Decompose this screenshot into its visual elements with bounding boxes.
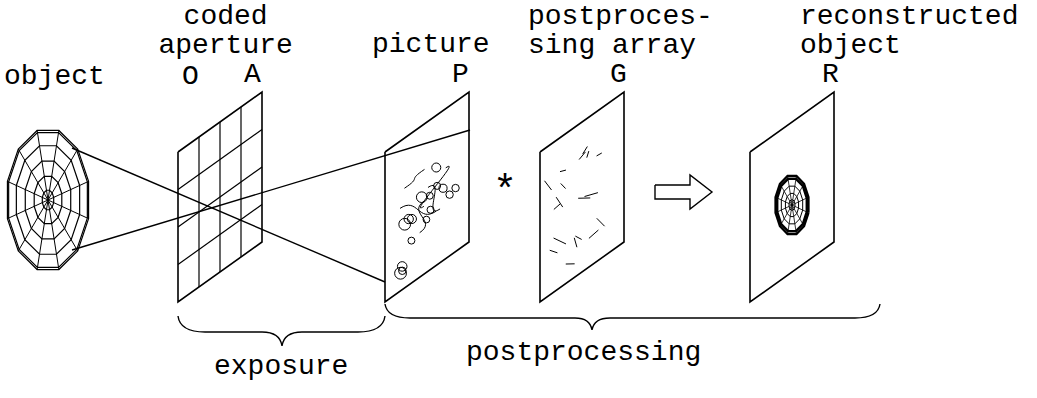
picture-plane <box>385 92 469 302</box>
plane-letter: A <box>244 60 261 89</box>
postprocessing-bracket <box>385 304 880 330</box>
object-label: object <box>4 62 105 91</box>
squiggle <box>439 184 447 192</box>
reconstructed-figure <box>776 176 809 234</box>
plane-letter: P <box>452 60 469 89</box>
aperture-label: coded aperture <box>150 2 301 61</box>
grid-line <box>178 167 262 227</box>
reconstructed-figure <box>792 205 796 234</box>
picture-label: picture <box>372 30 490 59</box>
squiggle <box>446 191 453 198</box>
postprocessing-plane <box>540 92 624 302</box>
array-stroke <box>578 197 590 198</box>
array-stroke <box>597 218 605 226</box>
array-stroke <box>587 151 589 158</box>
grid-line <box>240 107 241 257</box>
array-stroke <box>575 236 581 239</box>
array-stroke <box>585 193 598 197</box>
squiggle <box>416 192 427 203</box>
array-stroke <box>556 197 563 207</box>
array-stroke <box>566 263 575 264</box>
plane-letter: G <box>610 60 627 89</box>
squiggle <box>399 267 406 274</box>
reconstructed-figure <box>792 197 808 205</box>
reconstructed-figure <box>776 205 792 213</box>
squiggle <box>408 237 415 244</box>
squiggle <box>432 163 441 172</box>
reconstructed-label: reconstructed object <box>800 2 1029 61</box>
convolution-symbol: * <box>493 172 517 214</box>
squiggle <box>404 169 424 188</box>
array-stroke <box>554 238 566 244</box>
grid-line <box>178 205 262 265</box>
squiggle <box>452 184 459 191</box>
array-stroke <box>589 230 598 238</box>
array-stroke <box>579 152 585 160</box>
ray-line <box>72 148 385 282</box>
squiggle <box>419 201 426 233</box>
array-stroke <box>597 153 602 156</box>
postprocessing-label: postprocessing <box>466 338 701 367</box>
hollow-arrow <box>655 175 712 209</box>
reconstructed-figure <box>788 176 792 205</box>
squiggle <box>420 166 449 208</box>
exposure-bracket <box>178 316 385 346</box>
array-stroke <box>561 183 566 188</box>
array-stroke <box>550 250 558 253</box>
plane-letter: O <box>182 62 199 91</box>
reconstructed-plane <box>750 92 834 302</box>
array-stroke <box>574 238 577 247</box>
array-stroke <box>554 204 560 210</box>
squiggle <box>404 214 413 223</box>
squiggle <box>400 205 436 214</box>
exposure-label: exposure <box>214 352 348 381</box>
ray-line <box>72 130 470 250</box>
array-stroke <box>545 181 552 190</box>
aperture-plane <box>178 92 262 302</box>
array-label: postproces- sing array <box>528 2 723 61</box>
squiggle <box>428 185 440 211</box>
plane-letter: R <box>822 60 839 89</box>
array-stroke <box>560 170 566 172</box>
squiggle <box>395 267 407 279</box>
